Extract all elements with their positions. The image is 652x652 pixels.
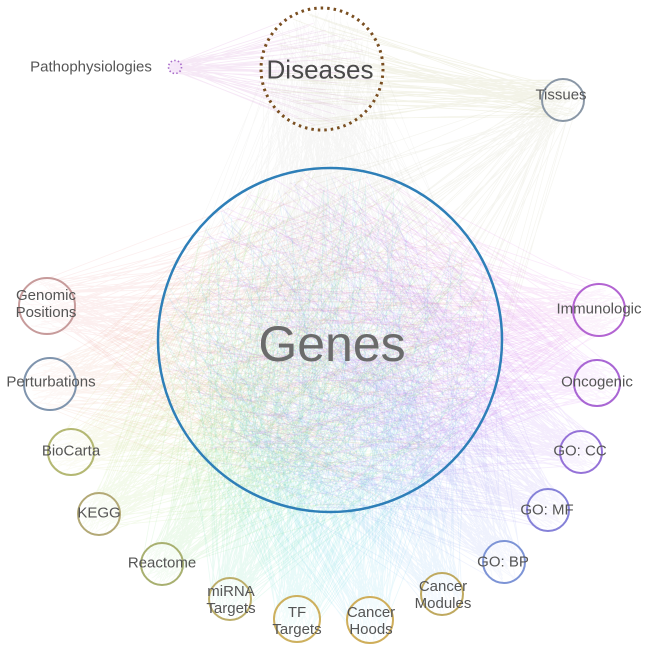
edge-bundle-genes-perturbations — [26, 169, 488, 487]
node-biocarta[interactable] — [47, 428, 95, 476]
edge-bundle-genes-oncogenic — [171, 172, 620, 491]
node-tf-targets[interactable] — [273, 595, 321, 643]
node-mirna-targets[interactable] — [208, 577, 252, 621]
node-genes[interactable] — [156, 166, 504, 514]
node-layer — [18, 6, 626, 644]
node-cancer-hoods[interactable] — [346, 596, 394, 644]
node-oncogenic[interactable] — [573, 359, 621, 407]
edge-bundle-genes-go-mf — [169, 193, 568, 531]
node-go-bp[interactable] — [482, 540, 526, 584]
edge-bundle-genes-genomic-positions — [20, 176, 491, 502]
edge-bundle-genes-tissues — [178, 79, 582, 502]
node-cancer-modules[interactable] — [420, 572, 464, 616]
edge-bundle-genes-kegg — [80, 173, 480, 534]
edge-bundle-genes-immunologic — [195, 177, 625, 492]
node-tissues[interactable] — [541, 78, 585, 122]
node-go-mf[interactable] — [526, 488, 570, 532]
node-pathophysiologies[interactable] — [167, 59, 183, 75]
node-perturbations[interactable] — [23, 357, 77, 411]
node-genomic-positions[interactable] — [18, 277, 76, 335]
edge-bundle-genes-diseases — [165, 9, 500, 507]
edge-bundle-diseases-tissues — [263, 13, 583, 129]
edge-bundle-genes-cancer-modules — [164, 179, 500, 615]
edge-bundle-genes-go-cc — [165, 181, 602, 499]
edge-layer — [20, 9, 625, 643]
node-kegg[interactable] — [77, 492, 121, 536]
node-go-cc[interactable] — [559, 430, 603, 474]
node-immunologic[interactable] — [572, 283, 626, 337]
edge-bundle-genes-mirna-targets — [158, 182, 494, 619]
edge-bundle-genes-go-bp — [171, 174, 524, 583]
edge-bundle-genes-cancer-hoods — [159, 177, 494, 643]
node-diseases[interactable] — [259, 6, 385, 132]
edge-bundle-genes-biocarta — [48, 170, 486, 501]
node-reactome[interactable] — [140, 542, 184, 586]
